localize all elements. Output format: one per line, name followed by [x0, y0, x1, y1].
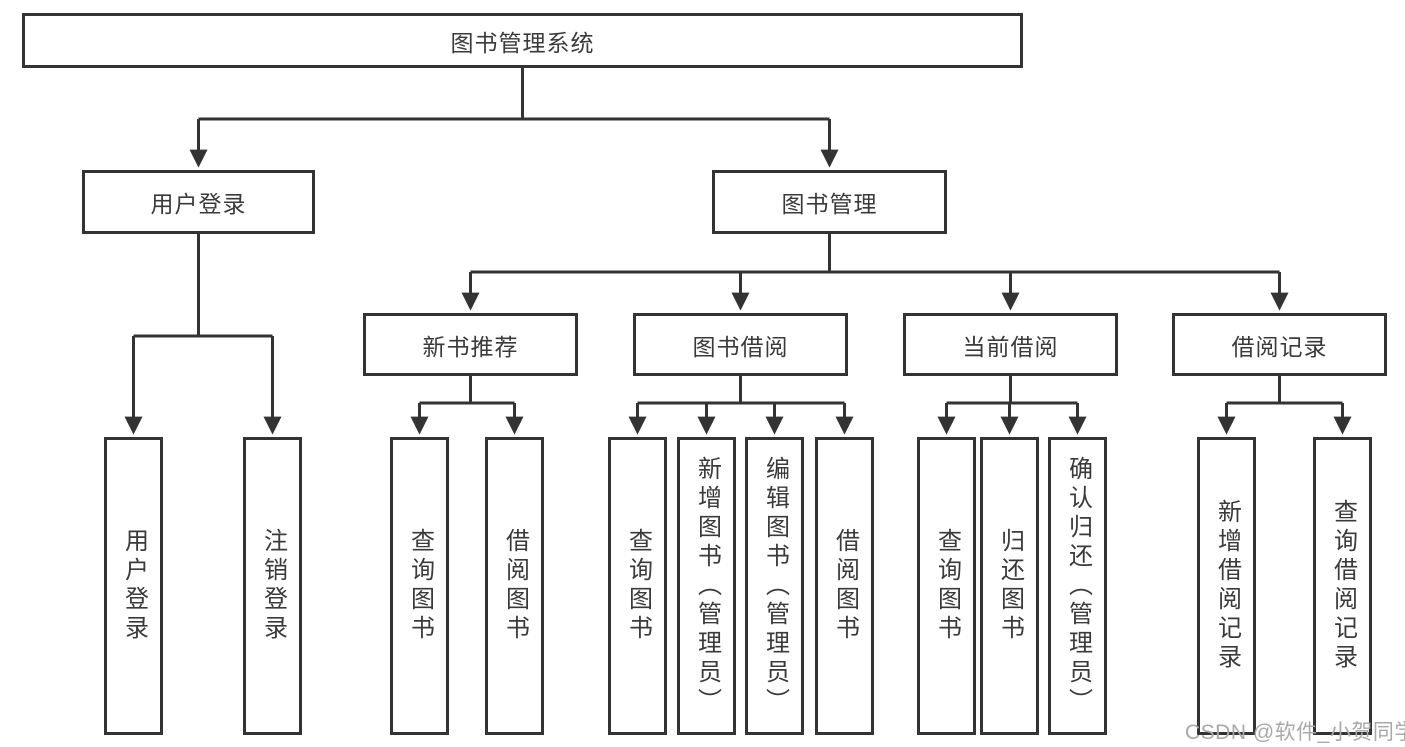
node-user-login: 用户登录 — [82, 170, 315, 234]
leaf-bb-borrow-books: 借阅图书 — [815, 437, 874, 735]
leaf-br-add-borrow-record: 新增借阅记录 — [1197, 437, 1256, 735]
leaf-cb-query-books: 查询图书 — [917, 437, 976, 735]
leaf-bb-add-books-admin: 新增图书（管理员） — [677, 437, 736, 735]
node-current-borrowing: 当前借阅 — [903, 313, 1118, 376]
leaf-br-query-borrow-record: 查询借阅记录 — [1313, 437, 1372, 735]
leaf-cb-confirm-return-admin: 确认归还（管理员） — [1048, 437, 1107, 735]
leaf-bb-edit-books-admin: 编辑图书（管理员） — [745, 437, 804, 735]
node-borrowing-records: 借阅记录 — [1172, 313, 1387, 376]
csdn-watermark: CSDN @软件_小贺同学 — [1185, 721, 1405, 744]
leaf-user-login: 用户登录 — [104, 437, 163, 735]
node-book-borrowing: 图书借阅 — [633, 313, 848, 376]
leaf-nbr-borrow-books: 借阅图书 — [485, 437, 544, 735]
node-book-management: 图书管理 — [712, 170, 947, 234]
leaf-nbr-query-books: 查询图书 — [390, 437, 449, 735]
node-new-book-recommendation: 新书推荐 — [363, 313, 578, 376]
leaf-logout-login: 注销登录 — [243, 437, 302, 735]
node-library-management-system: 图书管理系统 — [22, 13, 1023, 68]
leaf-cb-return-books: 归还图书 — [980, 437, 1039, 735]
leaf-bb-query-books: 查询图书 — [608, 437, 667, 735]
